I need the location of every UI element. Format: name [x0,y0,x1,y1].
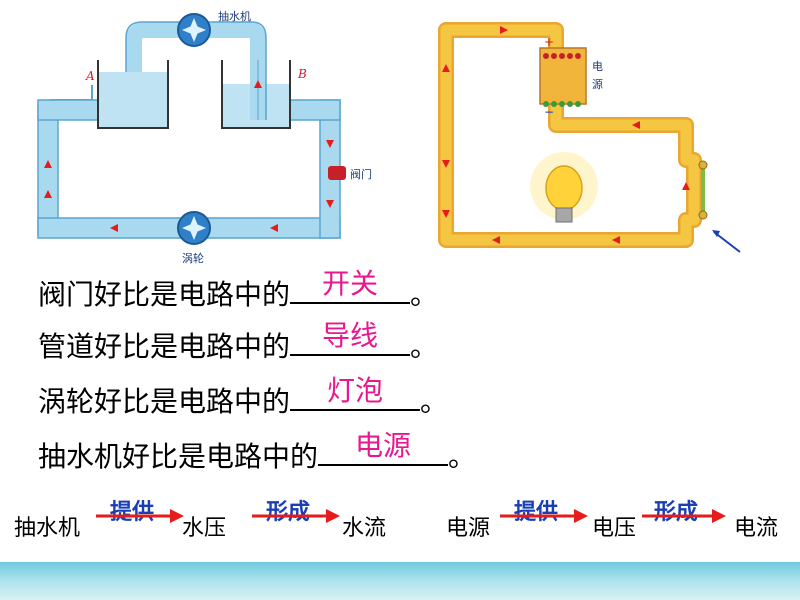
chain-end: 水流 [342,516,387,541]
figure-svg: 抽水机 涡轮 阀门 A B [37,9,741,265]
electric-circuit: + − 电 源 [438,22,741,253]
source-label-1: 电 [592,60,603,73]
chain-verb-1: 提供 [514,500,559,525]
pump-label: 抽水机 [218,9,251,23]
tank-b [221,60,291,129]
answer-blank: 灯泡 [290,374,421,411]
chain-verb-1: 提供 [110,500,155,525]
sentence-pump: 抽水机好比是电路中的 电源 。 [38,429,477,475]
sentence-suffix: 。 [420,385,449,418]
arrow-right-icon [96,509,184,523]
sentence-prefix: 涡轮好比是电路中的 [38,385,291,418]
tank-a [97,60,169,129]
sentence-valve: 阀门好比是电路中的开关。 [38,267,439,313]
point-b-label: B [297,67,307,81]
answer-blank: 开关 [290,267,411,304]
arrow-right-icon [500,509,588,523]
current-arrows [442,26,690,244]
chain-middle: 水压 [182,516,227,541]
valve-icon [328,166,346,180]
sentence-suffix: 。 [410,330,439,363]
bulb-icon [545,165,583,211]
answer-text: 灯泡 [327,374,384,407]
chain-middle: 电压 [592,516,637,541]
sentence-suffix: 。 [410,278,439,311]
valve-label: 阀门 [350,167,372,181]
answer-text: 开关 [322,267,379,300]
electric-chain: 电源 提供 电压 形成 电流 [446,494,800,542]
chain-start: 电源 [446,516,491,541]
water-chain: 抽水机 提供 水压 形成 水流 [14,494,404,542]
battery-minus: − [544,105,554,119]
sentence-prefix: 阀门好比是电路中的 [38,278,291,311]
turbine-label: 涡轮 [182,251,204,265]
chain-start: 抽水机 [14,516,81,541]
pipe-left [37,104,59,236]
sentence-prefix: 管道好比是电路中的 [38,330,291,363]
answer-text: 电源 [355,429,412,462]
water-system: 抽水机 涡轮 阀门 A B [37,9,372,265]
analogy-figure: 抽水机 涡轮 阀门 A B [0,0,776,265]
sentence-pipe: 管道好比是电路中的导线。 [38,319,439,365]
chain-end: 电流 [734,516,779,541]
bottom-band [0,562,800,600]
sentence-prefix: 抽水机好比是电路中的 [38,440,319,473]
arrow-right-icon [252,509,340,523]
battery-plus: + [544,35,554,49]
sentence-turbine: 涡轮好比是电路中的 灯泡 。 [38,374,449,420]
chain-verb-2: 形成 [266,500,311,525]
answer-blank: 电源 [318,429,449,466]
arrow-right-icon [642,509,726,523]
source-label-2: 源 [592,77,603,91]
answer-blank: 导线 [290,319,411,356]
chain-verb-2: 形成 [654,500,699,525]
water-flow-arrows [44,80,334,232]
answer-text: 导线 [322,319,379,352]
sentence-suffix: 。 [448,440,477,473]
point-a-label: A [85,69,95,83]
